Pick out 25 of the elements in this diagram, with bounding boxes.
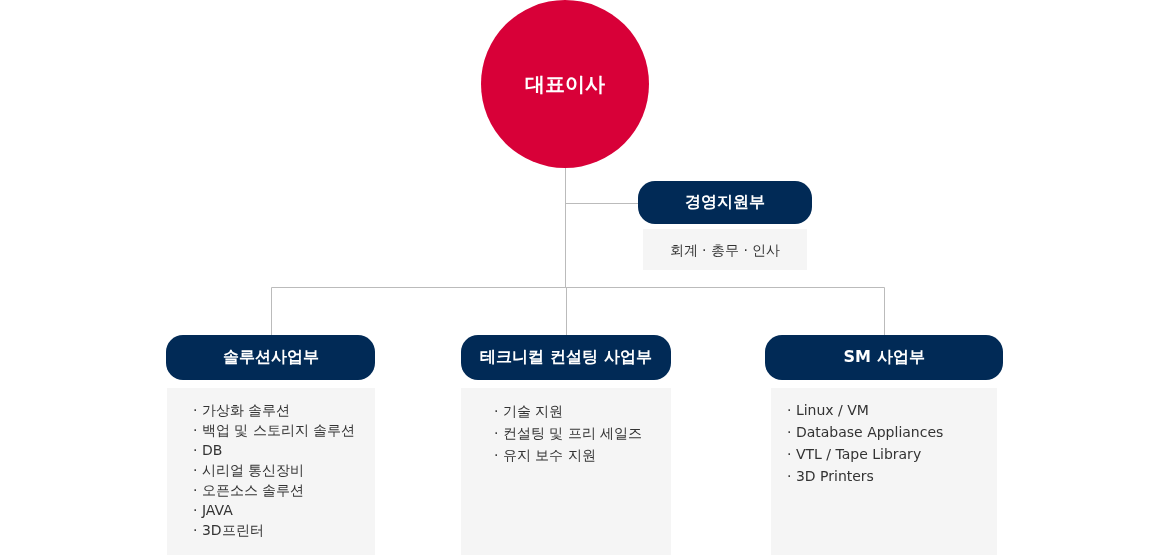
department-box xyxy=(166,335,375,380)
list-item: · 가상화 솔루션 xyxy=(193,401,291,420)
node-label: 대표이사 xyxy=(525,70,605,98)
list-item: · 컨설팅 및 프리 세일즈 xyxy=(494,424,643,443)
list-item: · 유지 보수 지원 xyxy=(494,446,596,465)
list-item: · JAVA xyxy=(193,501,233,520)
department-label: 경영지원부 xyxy=(685,192,765,213)
executive-circle xyxy=(481,0,649,168)
list-item: · Linux / VM xyxy=(787,401,869,420)
list-item: · 3D Printers xyxy=(787,467,874,486)
department-box xyxy=(765,335,1003,380)
department-label: SM 사업부 xyxy=(843,347,925,368)
list-item: · Database Appliances xyxy=(787,423,944,442)
list-item: · 시리얼 통신장비 xyxy=(193,461,305,480)
department-label: 솔루션사업부 xyxy=(222,347,319,368)
list-item: · 3D프린터 xyxy=(193,521,264,540)
department-label: 테크니컬 컨설팅 사업부 xyxy=(480,347,652,368)
department-box xyxy=(461,335,671,380)
list-item: · VTL / Tape Library xyxy=(787,445,922,464)
list-item: · 오픈소스 솔루션 xyxy=(193,481,305,500)
list-item: · 백업 및 스토리지 솔루션 xyxy=(193,421,356,440)
duty-text: 회계 · 총무 · 인사 xyxy=(669,240,781,260)
department-box xyxy=(638,181,812,224)
list-item: · DB xyxy=(193,441,223,460)
list-item: · 기술 지원 xyxy=(494,402,564,421)
